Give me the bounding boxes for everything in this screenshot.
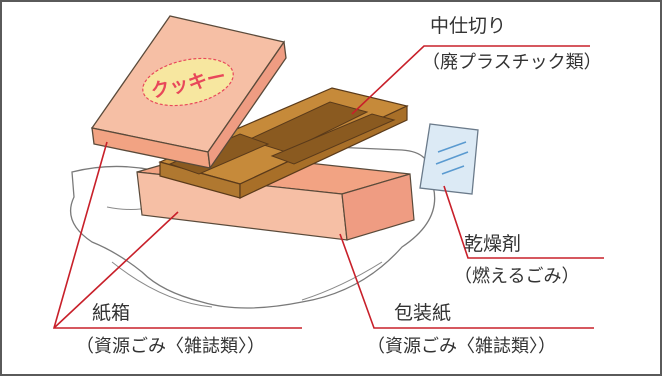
leader-desiccant <box>443 185 604 259</box>
wrapping-paper-category: （資源ごみ〈雑誌類〉） <box>367 336 556 357</box>
leader-divider <box>351 45 590 115</box>
paper-box-side <box>341 173 415 241</box>
desiccant-category: （燃えるごみ） <box>454 266 580 287</box>
divider-category: （廃プラスチック類） <box>422 52 602 73</box>
wrapping-paper-label: 包装紙 <box>394 302 452 324</box>
box-lid-side <box>207 40 287 170</box>
paper-box-label: 紙箱 <box>92 302 131 324</box>
leader-paper-box-2 <box>53 211 179 329</box>
paper-box-category: （資源ごみ〈雑誌類〉） <box>76 336 265 357</box>
lid-label-ellipse <box>142 57 234 107</box>
desiccant-label: 乾燥剤 <box>464 233 522 255</box>
divider-label: 中仕切り <box>430 15 507 37</box>
leader-wrapping-paper <box>339 233 594 329</box>
leader-lines <box>52 45 604 329</box>
